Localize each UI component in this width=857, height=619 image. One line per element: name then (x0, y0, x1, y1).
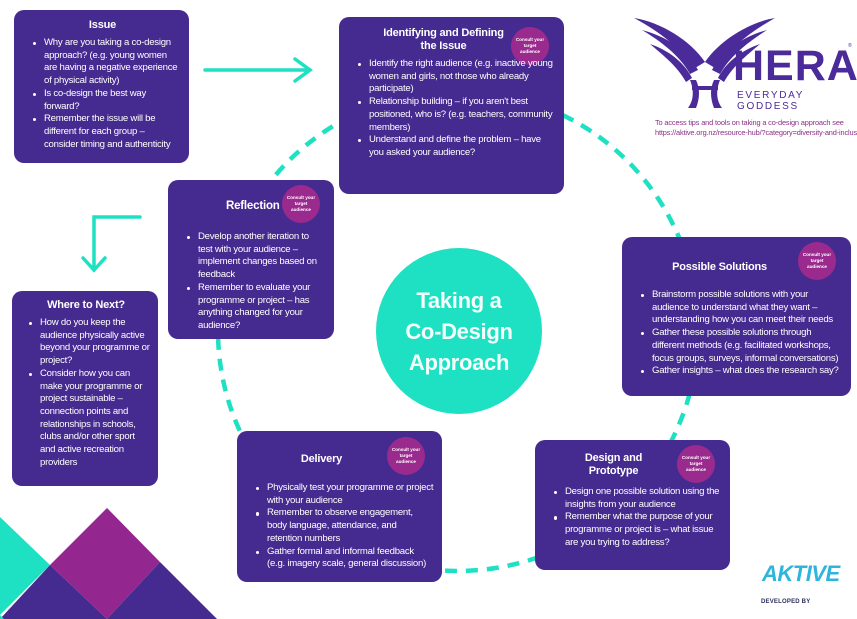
list-item: How do you keep the audience physically … (29, 317, 150, 367)
teal-triangle-tail (0, 615, 4, 619)
card-list: Design one possible solution using the i… (547, 486, 722, 550)
list-item: Why are you taking a co-design approach?… (33, 37, 178, 87)
list-item: Physically test your programme or projec… (256, 482, 434, 506)
card-title: Identifying and Defining the Issue (383, 27, 504, 52)
hub-title-line: Taking a (416, 287, 502, 313)
resource-link[interactable]: https://aktive.org.nz/resource-hub/?cate… (655, 128, 857, 137)
hub-circle: Taking a Co-Design Approach (376, 248, 542, 414)
consult-audience-badge: Consult your target audience (282, 185, 320, 223)
purple-triangle-right (107, 562, 217, 619)
list-item: Remember to observe engagement, body lan… (256, 507, 434, 545)
hub-title-line: Approach (408, 349, 510, 375)
card-list: Physically test your programme or projec… (249, 482, 434, 571)
arrow-right-icon (203, 57, 313, 83)
list-item: Remember what the purpose of your progra… (554, 511, 722, 549)
list-item: Gather insights – what does the research… (641, 365, 843, 378)
consult-audience-badge: Consult your target audience (387, 437, 425, 475)
list-item: Design one possible solution using the i… (554, 486, 722, 511)
card-delivery: Delivery Consult your target audience Ph… (237, 431, 442, 582)
card-design-prototype: Design and Prototype Consult your target… (535, 440, 730, 570)
consult-audience-badge: Consult your target audience (677, 445, 715, 483)
card-title: Design and Prototype (584, 452, 643, 477)
card-list: Brainstorm possible solutions with your … (634, 289, 843, 378)
card-possible-solutions: Possible Solutions Consult your target a… (622, 237, 851, 396)
registered-mark: ® (848, 43, 852, 49)
list-item: Understand and define the problem – have… (358, 134, 554, 159)
list-item: Is co-design the best way forward? (33, 88, 179, 113)
card-title: Reflection (226, 200, 280, 212)
list-item: Identify the right audience (e.g. inacti… (358, 58, 553, 95)
magenta-diamond (50, 508, 160, 619)
list-item: Consider how you can make your programme… (29, 368, 150, 470)
card-title: Delivery (300, 453, 343, 465)
brand-name: HERA (733, 42, 857, 90)
brand-tagline: EVERYDAY GODDESS (737, 90, 804, 112)
consult-audience-badge: Consult your target audience (511, 27, 549, 65)
list-item: Gather these possible solutions through … (641, 327, 843, 365)
card-list: Why are you taking a co-design approach?… (26, 37, 179, 151)
card-title: Where to Next? (47, 299, 125, 311)
card-list: Identify the right audience (e.g. inacti… (351, 58, 554, 160)
list-item: Remember the issue will be different for… (33, 113, 179, 151)
card-list: How do you keep the audience physically … (22, 317, 150, 469)
card-identifying-defining: Identifying and Defining the Issue Consu… (339, 17, 564, 194)
resource-note: To access tips and tools on taking a co-… (655, 118, 857, 137)
list-item: Remember to evaluate your programme or p… (187, 282, 324, 333)
list-item: Brainstorm possible solutions with your … (641, 289, 843, 327)
arrow-down-icon (81, 215, 142, 273)
card-title: Possible Solutions (672, 261, 767, 273)
card-issue: Issue Why are you taking a co-design app… (14, 10, 189, 163)
purple-triangle-left (0, 565, 107, 619)
card-title: Issue (88, 19, 117, 31)
list-item: Relationship building – if you aren't be… (358, 96, 553, 133)
developed-by-label: DEVELOPED BY (761, 599, 811, 605)
card-where-to-next: Where to Next? How do you keep the audie… (12, 291, 158, 486)
list-item: Develop another iteration to test with y… (187, 231, 324, 282)
list-item: Gather formal and informal feedback (e.g… (256, 546, 434, 571)
teal-triangle (0, 517, 50, 615)
aktive-logo: AKTIVE (762, 561, 840, 586)
card-reflection: Reflection Consult your target audience … (168, 180, 334, 339)
consult-audience-badge: Consult your target audience (798, 242, 836, 280)
hub-title-line: Co-Design (405, 318, 513, 344)
card-list: Develop another iteration to test with y… (180, 231, 324, 333)
